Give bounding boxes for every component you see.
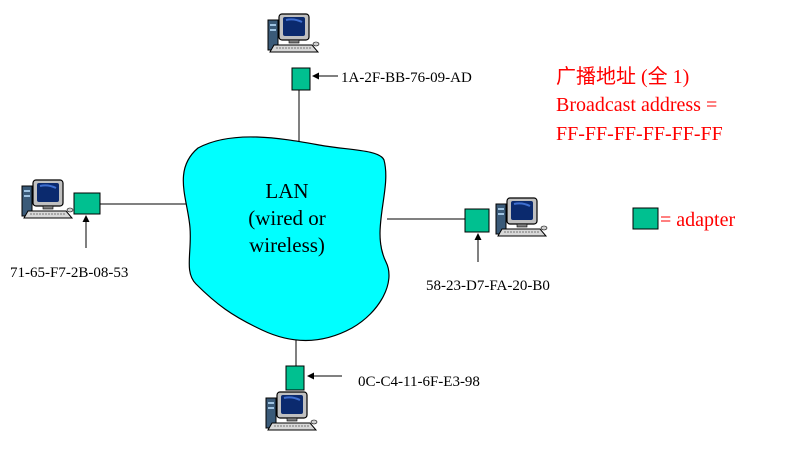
adapter-icon <box>73 192 101 215</box>
arrowhead-icon <box>312 72 319 80</box>
legend-adapter-label: = adapter <box>660 209 735 231</box>
arrowhead-icon <box>307 372 314 380</box>
broadcast-note-label: Broadcast address = <box>556 94 717 116</box>
lan-subtitle-line1: (wired or <box>248 206 326 230</box>
computer-icon <box>495 197 548 237</box>
mac-label-top: 1A-2F-BB-76-09-AD <box>341 70 472 86</box>
adapter-icon <box>291 67 311 91</box>
arrowhead-icon <box>474 233 482 240</box>
computer-icon <box>21 179 74 219</box>
broadcast-note-chinese: 广播地址 (全 1) <box>556 65 689 88</box>
mac-label-left: 71-65-F7-2B-08-53 <box>10 265 128 281</box>
computer-icon <box>267 13 320 53</box>
arrowhead-icon <box>82 215 90 222</box>
adapter-icon <box>632 207 659 230</box>
lan-cloud <box>182 136 390 342</box>
broadcast-address-value: FF-FF-FF-FF-FF-FF <box>556 123 723 145</box>
adapter-icon <box>464 208 490 233</box>
computer-icon <box>265 391 318 431</box>
mac-label-bottom: 0C-C4-11-6F-E3-98 <box>358 374 480 390</box>
adapter-icon <box>285 365 305 391</box>
lan-subtitle-line2: wireless) <box>249 233 325 257</box>
mac-label-right: 58-23-D7-FA-20-B0 <box>426 278 550 294</box>
lan-title: LAN <box>265 179 308 203</box>
